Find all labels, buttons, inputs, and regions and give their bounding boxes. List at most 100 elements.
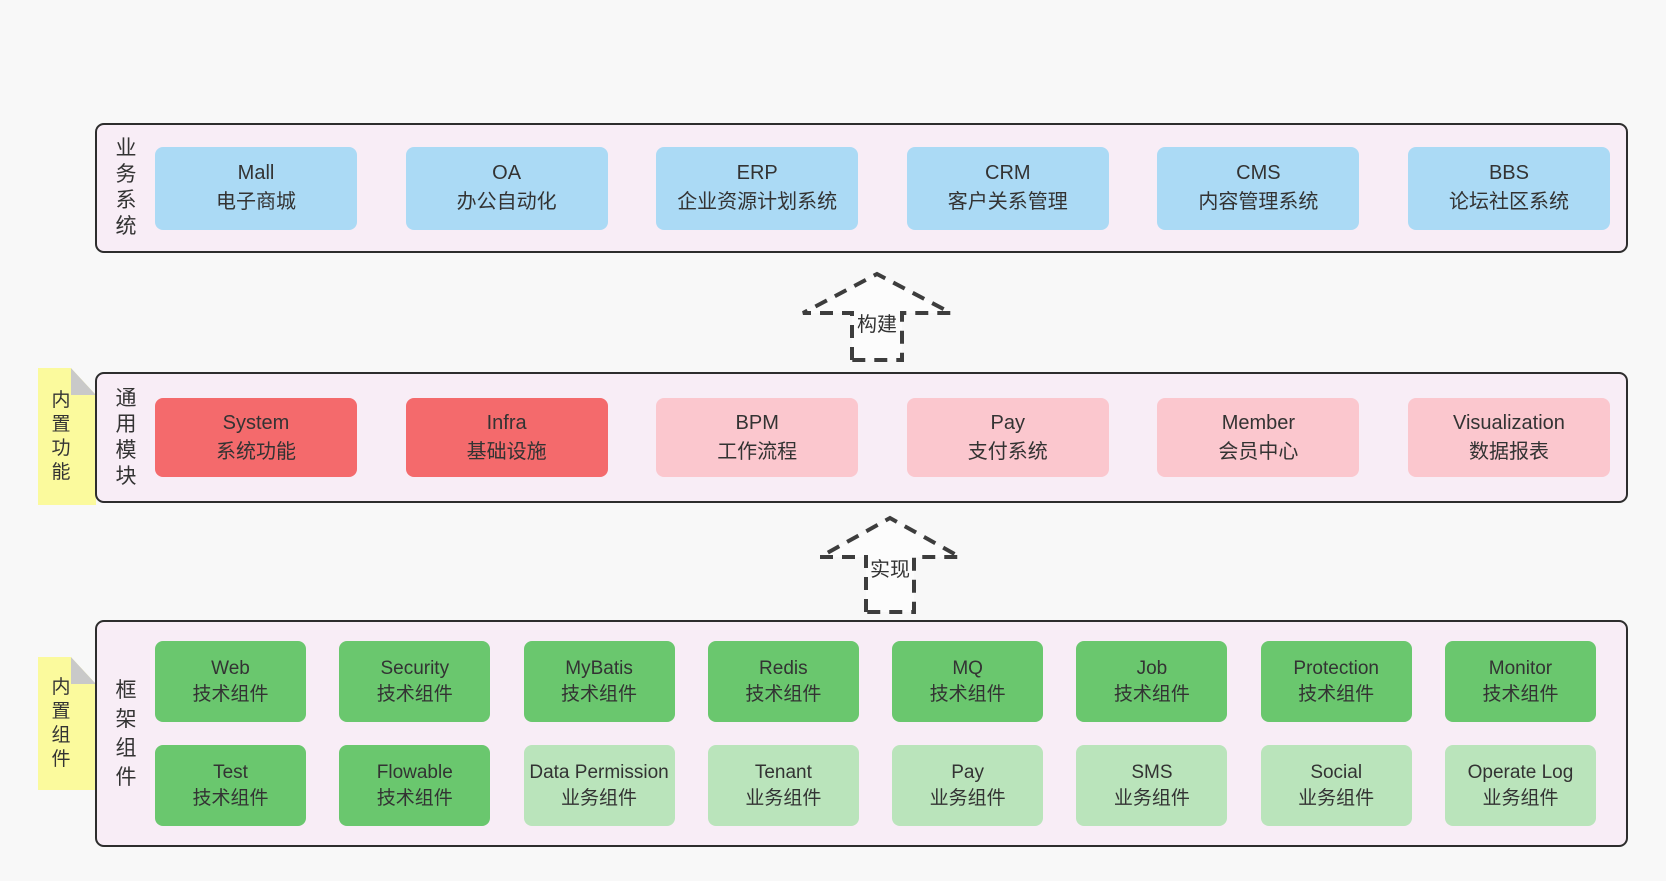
box-desc: 电子商城 bbox=[216, 191, 296, 213]
box-visualization: Visualization 数据报表 bbox=[1407, 398, 1610, 477]
box-name: Job bbox=[1136, 657, 1168, 679]
box-desc: 客户关系管理 bbox=[947, 191, 1068, 213]
box-flowable: Flowable 技术组件 bbox=[339, 745, 491, 826]
box-social: Social 业务组件 bbox=[1260, 745, 1412, 826]
box-name: Web bbox=[211, 657, 250, 679]
box-desc: 技术组件 bbox=[192, 683, 269, 705]
box-web: Web 技术组件 bbox=[155, 641, 306, 722]
box-name: Monitor bbox=[1488, 657, 1553, 679]
box-desc: 业务组件 bbox=[1482, 787, 1559, 809]
box-bpm: BPM 工作流程 bbox=[656, 398, 859, 477]
box-desc: 技术组件 bbox=[745, 683, 822, 705]
box-name: Operate Log bbox=[1467, 761, 1574, 783]
box-protection: Protection 技术组件 bbox=[1260, 641, 1412, 722]
box-desc: 技术组件 bbox=[192, 787, 269, 809]
box-desc: 技术组件 bbox=[1298, 683, 1375, 705]
box-mq: MQ 技术组件 bbox=[892, 641, 1044, 722]
box-desc: 业务组件 bbox=[929, 787, 1006, 809]
box-name: Pay bbox=[951, 761, 984, 783]
sticky-label-wrap: 内置功能 bbox=[38, 368, 96, 505]
box-sms: SMS 业务组件 bbox=[1076, 745, 1228, 826]
box-name: Member bbox=[1221, 411, 1296, 434]
box-member: Member 会员中心 bbox=[1157, 398, 1360, 477]
box-pay: Pay 业务组件 bbox=[892, 745, 1044, 826]
box-desc: 业务组件 bbox=[1298, 787, 1375, 809]
box-name: Social bbox=[1310, 761, 1363, 783]
box-desc: 会员中心 bbox=[1218, 440, 1299, 463]
box-desc: 基础设施 bbox=[466, 440, 547, 463]
box-name: Data Permission bbox=[529, 761, 669, 783]
box-desc: 数据报表 bbox=[1468, 440, 1549, 463]
band-title: 框架组件 bbox=[115, 678, 137, 789]
box-name: Protection bbox=[1293, 657, 1379, 679]
box-name: CMS bbox=[1236, 162, 1281, 184]
box-job: Job 技术组件 bbox=[1076, 641, 1228, 722]
box-desc: 论坛社区系统 bbox=[1448, 191, 1569, 213]
sticky-note-builtin-components: 内置组件 bbox=[38, 657, 96, 790]
box-name: OA bbox=[492, 162, 522, 184]
band-label-wrap: 通用模块 bbox=[97, 374, 155, 501]
box-name: SMS bbox=[1131, 761, 1173, 783]
box-data-permission: Data Permission 业务组件 bbox=[523, 745, 675, 826]
band-label-wrap: 框架组件 bbox=[97, 622, 155, 845]
box-name: MyBatis bbox=[565, 657, 633, 679]
box-redis: Redis 技术组件 bbox=[707, 641, 859, 722]
box-desc: 办公自动化 bbox=[456, 191, 557, 213]
sticky-label: 内置组件 bbox=[51, 676, 71, 770]
box-name: Pay bbox=[990, 411, 1026, 434]
box-desc: 技术组件 bbox=[376, 787, 453, 809]
box-desc: 技术组件 bbox=[929, 683, 1006, 705]
box-desc: 技术组件 bbox=[561, 683, 638, 705]
box-name: CRM bbox=[985, 162, 1031, 184]
box-desc: 业务组件 bbox=[561, 787, 638, 809]
box-name: MQ bbox=[952, 657, 983, 679]
sticky-note-builtin-features: 内置功能 bbox=[38, 368, 96, 505]
band-business-systems: 业务系统 Mall 电子商城 OA 办公自动化 ERP 企业资源计划系统 CRM 客户关系管理… bbox=[95, 123, 1628, 253]
box-mall: Mall 电子商城 bbox=[155, 146, 357, 230]
box-name: Visualization bbox=[1453, 411, 1565, 434]
box-desc: 企业资源计划系统 bbox=[677, 191, 838, 213]
box-name: System bbox=[222, 411, 290, 434]
box-desc: 系统功能 bbox=[216, 440, 296, 463]
box-name: Security bbox=[380, 657, 450, 679]
box-name: Mall bbox=[237, 162, 275, 184]
box-name: BBS bbox=[1488, 162, 1529, 184]
box-desc: 业务组件 bbox=[745, 787, 822, 809]
band-title: 通用模块 bbox=[115, 386, 137, 488]
box-desc: 工作流程 bbox=[717, 440, 798, 463]
box-pay: Pay 支付系统 bbox=[906, 398, 1109, 477]
box-operate-log: Operate Log 业务组件 bbox=[1444, 745, 1596, 826]
band-title: 业务系统 bbox=[115, 137, 137, 238]
box-name: Flowable bbox=[376, 761, 453, 783]
sticky-label-wrap: 内置组件 bbox=[38, 657, 96, 790]
arrow-implement-label: 实现 bbox=[870, 558, 910, 581]
box-desc: 支付系统 bbox=[967, 440, 1048, 463]
box-mybatis: MyBatis 技术组件 bbox=[523, 641, 675, 722]
box-tenant: Tenant 业务组件 bbox=[707, 745, 859, 826]
box-oa: OA 办公自动化 bbox=[405, 146, 608, 230]
box-bbs: BBS 论坛社区系统 bbox=[1407, 146, 1610, 230]
box-desc: 业务组件 bbox=[1113, 787, 1190, 809]
box-name: Redis bbox=[759, 657, 808, 679]
box-name: BPM bbox=[735, 411, 779, 434]
box-name: Tenant bbox=[754, 761, 812, 783]
dashed-up-arrow-icon bbox=[812, 515, 968, 614]
box-system: System 系统功能 bbox=[155, 398, 357, 477]
box-name: ERP bbox=[736, 162, 778, 184]
box-desc: 技术组件 bbox=[1113, 683, 1190, 705]
